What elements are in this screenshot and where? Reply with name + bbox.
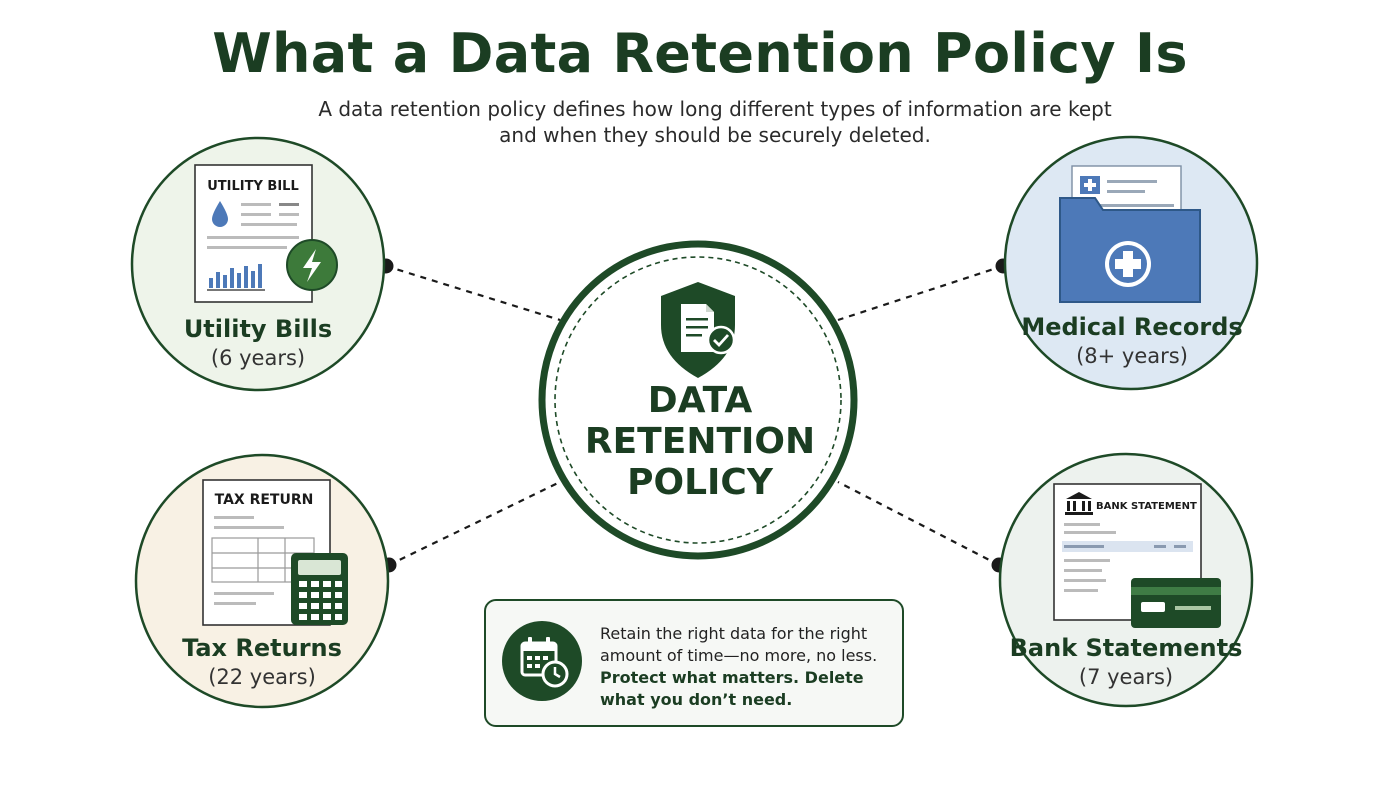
utility-name: Utility Bills — [183, 315, 333, 343]
medical-years: (8+ years) — [1076, 344, 1188, 368]
calculator-icon — [291, 553, 348, 625]
callout-line-2: Protect what matters. Delete what you do… — [600, 668, 864, 709]
medical-folder-icon — [1059, 165, 1201, 303]
medical-label: Medical Records (8+ years) — [1002, 312, 1262, 370]
utility-doc-title: UTILITY BILL — [207, 179, 299, 194]
tax-years: (22 years) — [208, 665, 316, 689]
center-line-1: DATA — [647, 380, 753, 421]
center-line-2: RETENTION — [584, 421, 816, 462]
utility-years: (6 years) — [210, 346, 306, 370]
lightning-icon — [286, 239, 338, 291]
page-subtitle: A data retention policy defines how long… — [318, 97, 1112, 147]
connectors — [385, 264, 1004, 566]
bank-label: Bank Statements (7 years) — [996, 633, 1256, 691]
tax-name: Tax Returns — [182, 634, 342, 662]
center-label: DATA RETENTION POLICY — [560, 380, 840, 503]
tax-doc-title: TAX RETURN — [215, 492, 314, 508]
connector-bank — [837, 481, 1000, 566]
connector-utility — [385, 264, 561, 322]
connector-medical — [837, 264, 1004, 322]
connector-tax — [388, 481, 561, 566]
page-title: What a Data Retention Policy Is — [212, 22, 1188, 85]
callout-text: Retain the right data for the right amou… — [600, 623, 900, 711]
usage-bar-chart-icon — [209, 264, 262, 288]
water-drop-icon — [212, 201, 228, 227]
bank-doc-title: BANK STATEMENT — [1096, 501, 1197, 512]
shield-document-check-icon — [661, 282, 736, 378]
callout-line-1: Retain the right data for the right amou… — [600, 624, 878, 665]
bank-building-icon — [1065, 492, 1093, 515]
utility-label: Utility Bills (6 years) — [128, 314, 388, 372]
medical-name: Medical Records — [1021, 313, 1243, 341]
callout-box: Retain the right data for the right amou… — [484, 599, 904, 727]
center-circle — [538, 240, 858, 560]
credit-card-icon — [1131, 578, 1221, 628]
center-line-3: POLICY — [627, 462, 773, 503]
bank-years: (7 years) — [1078, 665, 1174, 689]
bank-name: Bank Statements — [1009, 634, 1243, 662]
tax-label: Tax Returns (22 years) — [132, 633, 392, 691]
calendar-clock-icon — [502, 621, 582, 701]
